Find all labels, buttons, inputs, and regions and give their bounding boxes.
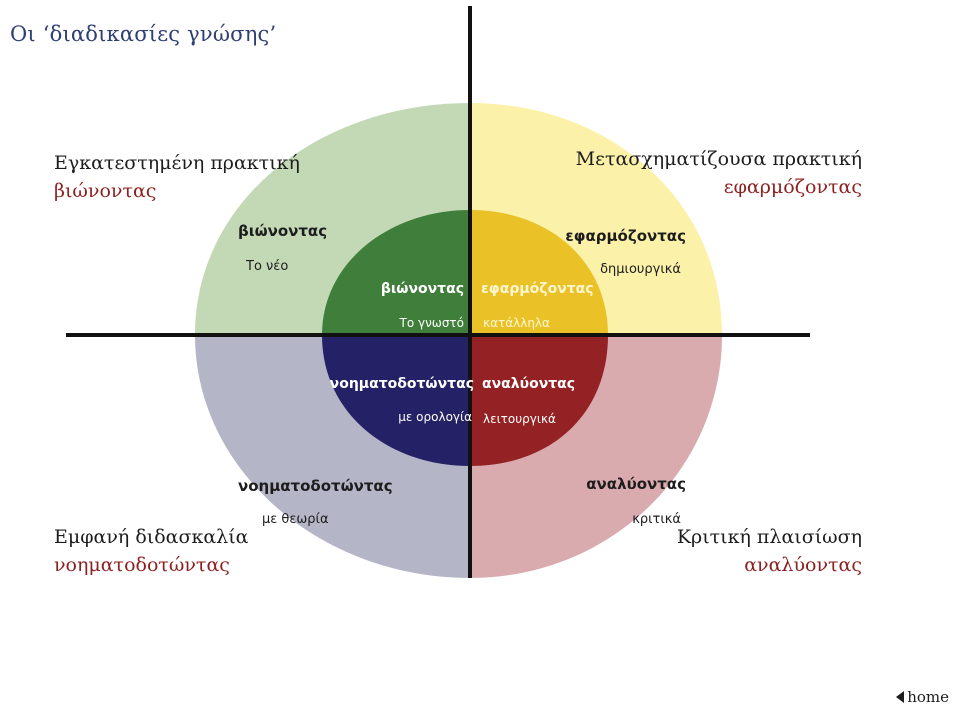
inner-quadrant-bottom-left (322, 335, 470, 466)
mid-label-bottom-right: αναλύοντας (586, 475, 686, 493)
mid-sub-top-left: Το νέο (246, 259, 289, 274)
mid-sub-bottom-right: κριτικά (632, 512, 681, 527)
inner-sub-top-left: Το γνωστό (399, 316, 464, 330)
mid-label-bottom-left: νοηματοδοτώντας (238, 477, 393, 495)
heading-bottom-left: Εμφανή διδασκαλία (54, 526, 249, 548)
mid-sub-top-right: δημιουργικά (600, 262, 681, 277)
inner-sub-bottom-left: με ορολογία (398, 410, 472, 424)
heading-red-bottom-right: αναλύοντας (744, 554, 862, 576)
heading-bottom-right: Κριτική πλαισίωση (676, 526, 862, 548)
inner-quadrant-bottom-right (470, 335, 608, 466)
page-title: Οι ‘διαδικασίες γνώσης’ (10, 22, 277, 46)
inner-label-bottom-left: νοηματοδοτώντας (329, 376, 474, 392)
home-link[interactable]: home (896, 688, 949, 706)
heading-top-right: Μετασχηματίζουσα πρακτική (575, 148, 862, 170)
heading-red-top-left: βιώνοντας (54, 180, 157, 202)
inner-label-bottom-right: αναλύοντας (482, 376, 576, 392)
home-link-label: home (907, 688, 949, 706)
mid-label-top-left: βιώνοντας (238, 222, 328, 240)
back-arrow-icon (896, 691, 905, 703)
inner-label-top-left: βιώνοντας (380, 281, 464, 297)
heading-red-top-right: εφαρμόζοντας (723, 176, 862, 198)
heading-top-left: Εγκατεστημένη πρακτική (54, 152, 300, 174)
inner-quadrant-top-left (322, 210, 470, 335)
inner-quadrant-top-right (470, 210, 608, 335)
inner-sub-top-right: κατάλληλα (483, 316, 550, 330)
heading-red-bottom-left: νοηματοδοτώντας (54, 554, 230, 576)
mid-sub-bottom-left: με θεωρία (262, 512, 329, 527)
inner-sub-bottom-right: λειτουργικά (483, 412, 556, 426)
inner-label-top-right: εφαρμόζοντας (481, 281, 594, 297)
mid-label-top-right: εφαρμόζοντας (565, 227, 686, 245)
